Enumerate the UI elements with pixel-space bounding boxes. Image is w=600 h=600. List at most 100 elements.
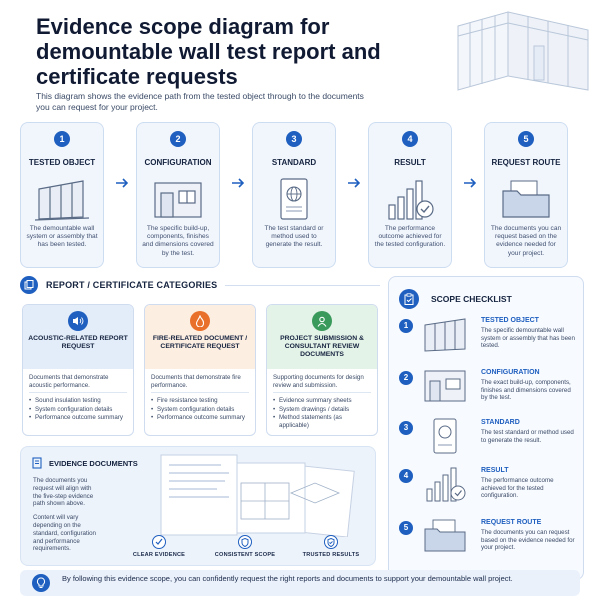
list-item: System configuration details (151, 406, 249, 414)
step-configuration: 2 CONFIGURATION The specific build-up, c… (136, 122, 220, 268)
checklist-number: 2 (399, 371, 413, 385)
evidence-text-2: Content will vary depending on the stand… (33, 514, 96, 553)
category-title: ACOUSTIC-RELATED REPORT REQUEST (28, 335, 128, 350)
user-icon (312, 311, 332, 331)
checklist-title: RESULT (481, 467, 509, 474)
step-label: STANDARD (271, 158, 317, 167)
folder-icon (502, 180, 550, 218)
list-item: Performance outcome summary (29, 414, 127, 422)
step-standard: 3 STANDARD The test standard or method u… (252, 122, 336, 268)
divider (225, 284, 380, 286)
checklist-item-result: 4 RESULT The performance outcome achieve… (397, 465, 579, 515)
checklist-description: The specific demountable wall system or … (481, 327, 575, 350)
shield-icon (238, 535, 252, 549)
folder-icon (424, 519, 466, 552)
list-item: System drawings / details (273, 406, 371, 414)
step-result: 4 RESULT The performance outcome achieve… (368, 122, 452, 268)
wall-panel-icon (34, 180, 90, 221)
checklist-number: 4 (399, 469, 413, 483)
wall-panel-icon (424, 318, 466, 352)
step-number: 1 (54, 131, 70, 147)
step-number: 5 (518, 131, 534, 147)
step-description: The demountable wall system or assembly … (26, 225, 98, 249)
checklist-description: The exact build-up, components, finishes… (481, 379, 571, 402)
checklist-item-tested-object: 1 TESTED OBJECT The specific demountable… (397, 315, 579, 365)
step-label: TESTED OBJECT (28, 158, 96, 167)
checklist-header: SCOPE CHECKLIST (399, 289, 512, 309)
arrow-right-icon (464, 178, 477, 188)
category-bullets: Fire resistance testing System configura… (145, 393, 255, 422)
checklist-description: The test standard or method used to gene… (481, 429, 574, 444)
step-number: 4 (402, 131, 418, 147)
category-band: ACOUSTIC-RELATED REPORT REQUEST (23, 305, 133, 369)
speaker-icon (68, 311, 88, 331)
checklist-number: 3 (399, 421, 413, 435)
clipboard-icon (399, 289, 419, 309)
checklist-heading: SCOPE CHECKLIST (431, 294, 512, 304)
room-configuration-icon (424, 370, 466, 402)
step-label: RESULT (394, 158, 426, 167)
documents-icon (20, 276, 38, 294)
checklist-title: STANDARD (481, 419, 520, 426)
checklist-item-standard: 3 STANDARD The test standard or method u… (397, 417, 579, 467)
evidence-header: EVIDENCE DOCUMENTS (31, 457, 138, 469)
intro-text: This diagram shows the evidence path fro… (36, 91, 364, 112)
step-tested-object: 1 TESTED OBJECT The demountable wall sys… (20, 122, 104, 268)
category-bullets: Sound insulation testing System configur… (23, 393, 133, 422)
badge-label: CONSISTENT SCOPE (214, 552, 276, 558)
checklist-number: 1 (399, 319, 413, 333)
step-number: 3 (286, 131, 302, 147)
step-label: CONFIGURATION (144, 158, 212, 167)
badge-consistent-scope: CONSISTENT SCOPE (207, 535, 283, 558)
badge-label: TRUSTED RESULTS (302, 552, 360, 558)
step-description: The specific build-up, components, finis… (142, 225, 214, 257)
category-description: Documents that demonstrate fire performa… (151, 374, 241, 389)
category-description: Documents that demonstrate acoustic perf… (29, 374, 109, 389)
checklist-item-configuration: 2 CONFIGURATION The exact build-up, comp… (397, 367, 579, 417)
checklist-title: TESTED OBJECT (481, 317, 539, 324)
badge-label: CLEAR EVIDENCE (132, 552, 186, 558)
bar-chart-check-icon (426, 467, 466, 502)
divider (151, 392, 249, 394)
divider (273, 392, 371, 394)
shield-check-icon (324, 535, 338, 549)
badge-trusted-results: TRUSTED RESULTS (293, 535, 369, 558)
category-title: FIRE-RELATED DOCUMENT / CERTIFICATE REQU… (152, 335, 248, 350)
flame-icon (190, 311, 210, 331)
category-description: Supporting documents for design review a… (273, 374, 364, 389)
list-item: System configuration details (29, 406, 127, 414)
evidence-documents-panel: EVIDENCE DOCUMENTS The documents you req… (20, 446, 376, 566)
checklist-description: The documents you can request based on t… (481, 529, 575, 552)
category-band: PROJECT SUBMISSION & CONSULTANT REVIEW D… (267, 305, 377, 369)
step-number: 2 (170, 131, 186, 147)
category-bullets: Evidence summary sheets System drawings … (267, 393, 377, 429)
arrow-right-icon (232, 178, 245, 188)
footer-banner: By following this evidence scope, you ca… (20, 570, 580, 596)
document-icon (32, 457, 42, 469)
checklist-title: REQUEST ROUTE (481, 519, 542, 526)
categories-heading: REPORT / CERTIFICATE CATEGORIES (46, 280, 218, 290)
step-label: REQUEST ROUTE (491, 158, 561, 167)
checklist-title: CONFIGURATION (481, 369, 540, 376)
category-acoustic: ACOUSTIC-RELATED REPORT REQUEST Document… (22, 304, 134, 436)
bar-chart-check-icon (388, 180, 434, 220)
categories-section: REPORT / CERTIFICATE CATEGORIES ACOUSTIC… (20, 276, 380, 442)
document-stack-illustration (160, 454, 355, 537)
step-description: The test standard or method used to gene… (264, 225, 324, 249)
list-item: Fire resistance testing (151, 397, 249, 405)
arrow-right-icon (348, 178, 361, 188)
evidence-text: The documents you request will align wit… (33, 477, 101, 553)
evidence-heading: EVIDENCE DOCUMENTS (49, 458, 138, 468)
footer-text: By following this evidence scope, you ca… (62, 574, 513, 583)
page-title: Evidence scope diagram for demountable w… (36, 14, 381, 89)
wall-system-illustration (457, 11, 589, 91)
arrow-right-icon (116, 178, 129, 188)
list-item: Performance outcome summary (151, 414, 249, 422)
scope-checklist: SCOPE CHECKLIST 1 TESTED OBJECT The spec… (388, 276, 584, 580)
step-description: The documents you can request based on t… (490, 225, 562, 257)
lightbulb-icon (32, 574, 50, 592)
check-icon (152, 535, 166, 549)
evidence-path: 1 TESTED OBJECT The demountable wall sys… (20, 122, 580, 270)
list-item: Sound insulation testing (29, 397, 127, 405)
step-description: The performance outcome achieved for the… (374, 225, 446, 249)
